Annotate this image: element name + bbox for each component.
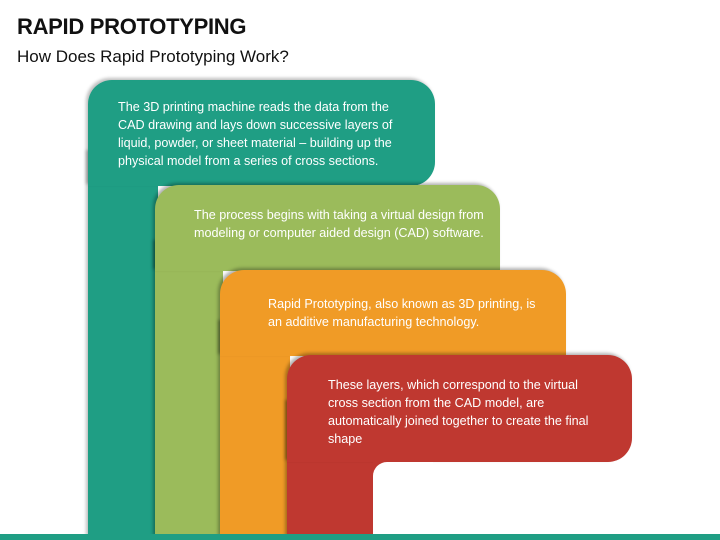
layer-red-text: These layers, which correspond to the vi… xyxy=(328,378,589,446)
layer-orange-vertical-bar xyxy=(220,320,290,536)
layer-green-top xyxy=(155,185,500,271)
page-subtitle: How Does Rapid Prototyping Work? xyxy=(17,47,289,66)
layer-teal-vertical-bar xyxy=(88,150,158,536)
layer-red-notch-cutout xyxy=(373,462,433,536)
layer-teal-top xyxy=(88,80,435,186)
layer-green-vertical-bar xyxy=(155,240,223,536)
page-title: RAPID PROTOTYPING xyxy=(17,14,247,39)
layer-teal-text: The 3D printing machine reads the data f… xyxy=(118,100,393,168)
bottom-strip xyxy=(0,534,720,540)
layer-orange-top xyxy=(220,270,566,356)
layer-green-text: The process begins with taking a virtual… xyxy=(194,208,484,240)
layer-orange-text: Rapid Prototyping, also known as 3D prin… xyxy=(268,297,536,329)
layer-red-top xyxy=(287,355,632,462)
